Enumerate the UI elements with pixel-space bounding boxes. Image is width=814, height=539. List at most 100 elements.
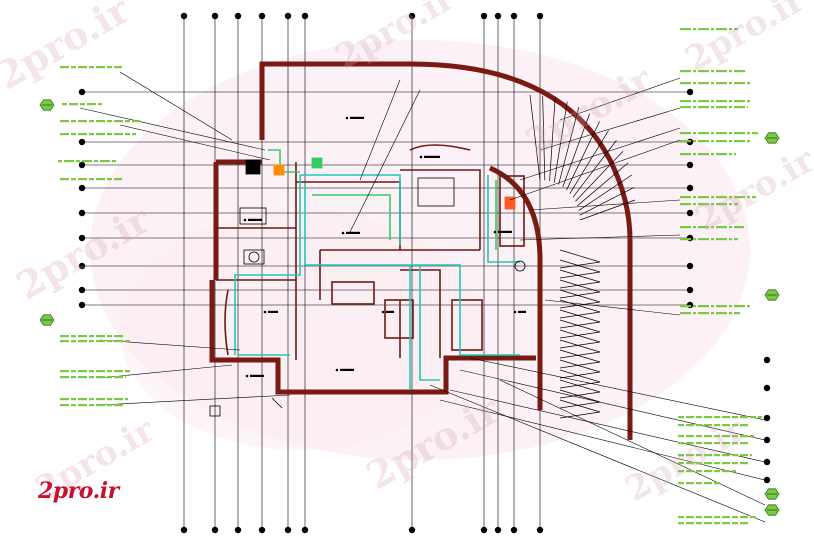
label-glyph-run [698,70,709,73]
label-glyph-run [714,462,720,465]
label-glyph-run [747,196,750,199]
label-glyph-run [686,482,694,485]
grid-bubble [408,12,416,20]
stair-tread [559,349,601,369]
label-glyph-run [114,120,123,123]
label-glyph-run [716,203,727,206]
label-glyph-run [711,28,714,31]
annotation-label [678,462,748,465]
label-glyph-run [64,160,74,163]
annotation-label [680,100,750,103]
label-glyph-run [722,424,730,427]
label-glyph-run [96,120,105,123]
label-glyph-run [71,178,76,181]
label-glyph-run [714,454,720,457]
label-glyph-run [716,132,727,135]
label-glyph-run [696,522,702,525]
label-glyph-run [716,140,727,143]
annotation-leaders [79,71,766,523]
leader-line [119,124,271,161]
label-glyph-run [711,153,714,156]
label-glyph-run [704,470,712,473]
leader-line [99,339,241,351]
label-glyph-run [60,178,69,181]
annotation-label [678,416,762,419]
label-glyph-run [729,82,732,85]
room-tag-dot [381,310,385,314]
label-glyph-run [740,454,748,457]
label-glyph-run [696,462,702,465]
label-glyph-run [100,160,110,163]
label-glyph-run [678,522,684,525]
grid-bubble [494,526,502,534]
annotation-label [680,238,738,241]
label-glyph-run [704,424,712,427]
label-glyph-run [680,140,691,143]
leader-line [529,199,681,211]
annotation-label [60,376,126,379]
wall-north-west [259,61,410,140]
brand-logo: 2pro.ir [38,478,119,504]
label-glyph-run [698,153,709,156]
label-glyph-run [62,103,67,106]
room-tag [335,368,354,372]
label-glyph-run [732,454,738,457]
label-glyph-run [732,522,738,525]
room-tag-dot [335,368,339,372]
label-glyph-run [750,516,756,519]
label-glyph-run [87,103,96,106]
label-glyph-run [107,398,112,401]
label-glyph-run [114,370,123,373]
label-glyph-run [678,416,684,419]
label-glyph-run [114,66,122,69]
stair-tread [578,174,633,211]
leader-line [99,364,233,379]
label-glyph-run [752,196,756,199]
label-glyph-run [96,398,105,401]
label-glyph-run [704,454,712,457]
label-glyph-run [680,305,691,308]
leader-line [539,107,681,151]
label-glyph-run [711,196,714,199]
room-tag [513,310,526,314]
label-glyph-run [732,442,738,445]
label-glyph-run [107,178,112,181]
label-glyph-run [747,140,750,143]
stair-tread [559,299,601,319]
label-glyph-run [107,340,112,343]
label-glyph-run [711,100,714,103]
label-glyph-run [729,226,732,229]
label-glyph-run [758,416,762,419]
column-grid-lines [183,18,541,528]
label-glyph-run [704,522,712,525]
label-glyph-run [96,178,105,181]
label-glyph-run [96,404,105,407]
label-glyph-run [678,424,684,427]
annotation-label [680,312,740,315]
room-tag-glyphs [250,374,264,377]
label-glyph-run [714,416,720,419]
grid-bubble [78,161,86,169]
stair-tread [577,162,629,207]
label-glyph-run [698,28,709,31]
label-glyph-run [78,120,87,123]
label-glyph-run [704,442,712,445]
label-glyph-run [680,132,691,135]
label-glyph-run [71,120,76,123]
label-glyph-run [716,153,727,156]
stair-tread [559,329,601,349]
label-glyph-run [729,70,732,73]
label-glyph-run [729,153,732,156]
stair-tread [559,289,601,309]
label-glyph-run [78,404,87,407]
stair-tread [559,319,601,339]
annotation-label [60,120,140,123]
label-glyph-run [125,370,130,373]
leader-line [469,357,766,421]
label-glyph-run [750,454,752,457]
label-glyph-run [729,100,732,103]
stair-tread [579,187,635,216]
label-glyph-run [732,516,738,519]
label-glyph-run [71,376,76,379]
label-glyph-run [696,435,702,438]
